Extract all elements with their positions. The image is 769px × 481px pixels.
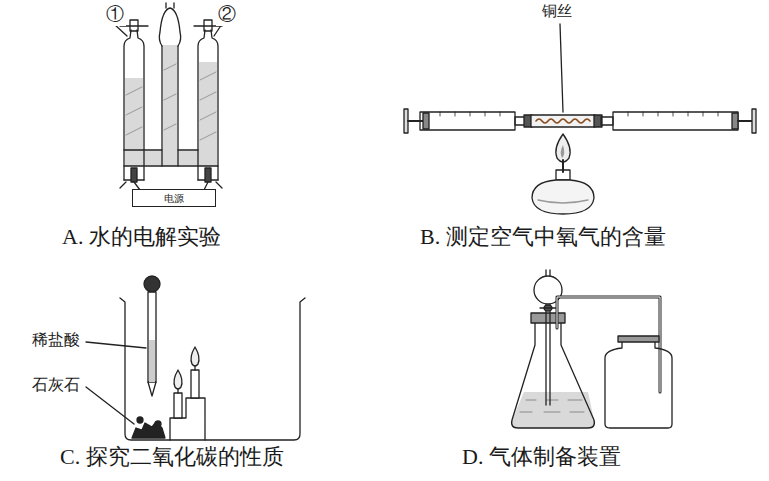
box-text: 电源 <box>164 193 184 204</box>
part-name: 稀盐酸 <box>30 330 82 349</box>
callout-number: ① <box>104 4 126 26</box>
caption: D. 气体制备装置 <box>462 444 621 470</box>
caption: C. 探究二氧化碳的性质 <box>60 444 284 470</box>
part-name: 铜丝 <box>540 2 574 20</box>
electrolysis-apparatus <box>114 3 222 190</box>
part-name: 石灰石 <box>30 375 82 394</box>
power-supply-box: 电源 <box>132 189 216 207</box>
gas-generator-apparatus <box>512 270 672 428</box>
beaker-apparatus <box>86 276 305 440</box>
caption: A. 水的电解实验 <box>62 224 221 250</box>
caption: B. 测定空气中氧气的含量 <box>420 224 666 250</box>
callout-number: ② <box>216 4 238 26</box>
syringe-apparatus <box>404 24 756 214</box>
